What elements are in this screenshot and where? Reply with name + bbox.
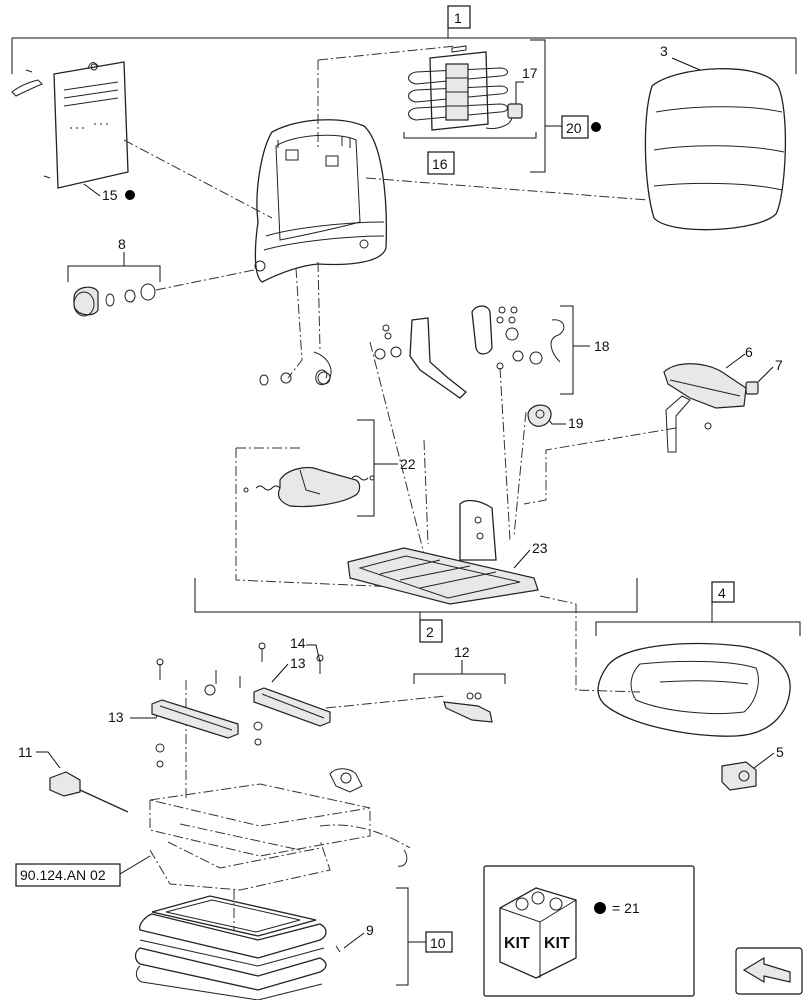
kit-equals-21: = 21 xyxy=(612,900,640,916)
callout-box-20 xyxy=(561,115,589,139)
part-6-armrest-panel xyxy=(663,363,747,453)
group-bracket-1 xyxy=(11,28,797,74)
part-18-recline-mechanism xyxy=(374,305,565,399)
assembly-line xyxy=(325,695,447,709)
dot-20 xyxy=(591,122,601,132)
kit-legend: KIT KIT = 21 xyxy=(483,865,695,997)
callout-20: 20 xyxy=(566,120,582,136)
part-8-knob xyxy=(73,283,156,317)
part-11-sensor xyxy=(49,771,129,813)
dot-15 xyxy=(125,190,135,200)
reference-label: 90.124.AN 02 xyxy=(20,867,106,883)
callout-9: 9 xyxy=(366,922,374,938)
part-12-latch xyxy=(443,692,493,723)
assembly-line xyxy=(287,267,303,379)
part-7-switch xyxy=(745,381,759,395)
callout-5: 5 xyxy=(776,744,784,760)
callout-10: 10 xyxy=(430,935,446,951)
callout-22: 22 xyxy=(400,456,416,472)
assembly-line xyxy=(155,269,255,291)
assembly-line xyxy=(523,427,677,505)
callout-3: 3 xyxy=(660,43,668,59)
assembly-line xyxy=(235,448,421,589)
callout-13a: 13 xyxy=(108,709,124,725)
part-3-backrest-cushion xyxy=(644,68,787,231)
bracket-20-side xyxy=(530,39,562,173)
part-13-slide-rail-right xyxy=(253,687,331,727)
callout-14: 14 xyxy=(290,635,306,651)
suspension-assembly xyxy=(149,768,411,891)
kit-label-left: KIT xyxy=(504,935,530,952)
callout-12: 12 xyxy=(454,644,470,660)
assembly-line xyxy=(539,595,641,693)
group-bracket-18 xyxy=(560,305,590,395)
callout-2: 2 xyxy=(426,624,434,640)
callout-4: 4 xyxy=(718,585,726,601)
callout-15: 15 xyxy=(102,187,118,203)
callout-box-2 xyxy=(419,619,443,643)
part-23-seat-pan xyxy=(347,499,539,605)
part-4-seat-cushion xyxy=(597,642,791,737)
reference-box xyxy=(15,863,121,887)
callout-17: 17 xyxy=(522,65,538,81)
group-bracket-8 xyxy=(67,252,161,282)
assembly-line xyxy=(317,45,457,150)
part-15-back-pouch xyxy=(11,61,129,189)
callout-19: 19 xyxy=(568,415,584,431)
group-bracket-4 xyxy=(595,601,801,636)
recline-spring xyxy=(259,351,332,386)
part-22-handle xyxy=(243,467,375,508)
callout-23: 23 xyxy=(532,540,548,556)
assembly-line xyxy=(123,139,273,219)
kit-dot xyxy=(594,902,606,914)
callout-box-16 xyxy=(427,151,455,175)
callout-6: 6 xyxy=(745,344,753,360)
callout-13b: 13 xyxy=(290,655,306,671)
callout-18: 18 xyxy=(594,338,610,354)
part-13-slide-rail-left xyxy=(151,699,239,739)
part-19-knob xyxy=(527,404,552,427)
callout-8: 8 xyxy=(118,236,126,252)
callout-box-10 xyxy=(425,931,453,953)
assembly-line xyxy=(317,261,321,351)
fasteners-14 xyxy=(155,642,324,768)
part-10-bellows xyxy=(134,895,341,1000)
assembly-line xyxy=(423,439,429,545)
part-16-lumbar-mat xyxy=(408,45,508,131)
assembly-line xyxy=(369,341,425,555)
navigation-arrow-icon xyxy=(735,947,803,995)
part-5-switch-block xyxy=(721,761,757,791)
assembly-line xyxy=(365,177,649,201)
kit-label-right: KIT xyxy=(544,935,570,952)
callout-11: 11 xyxy=(18,744,33,760)
callout-box-4 xyxy=(711,581,735,603)
group-bracket-12 xyxy=(413,660,506,684)
callout-7: 7 xyxy=(775,357,783,373)
group-bracket-16-20 xyxy=(403,132,537,139)
assembly-line xyxy=(499,367,511,541)
callout-box-1 xyxy=(447,5,471,29)
group-bracket-10 xyxy=(396,887,426,986)
part-17-wire-connector xyxy=(485,103,523,129)
callout-16: 16 xyxy=(432,156,448,172)
assembly-line xyxy=(513,411,527,537)
callout-1: 1 xyxy=(454,10,462,26)
backrest-frame xyxy=(254,119,387,283)
group-bracket-22 xyxy=(357,419,398,517)
